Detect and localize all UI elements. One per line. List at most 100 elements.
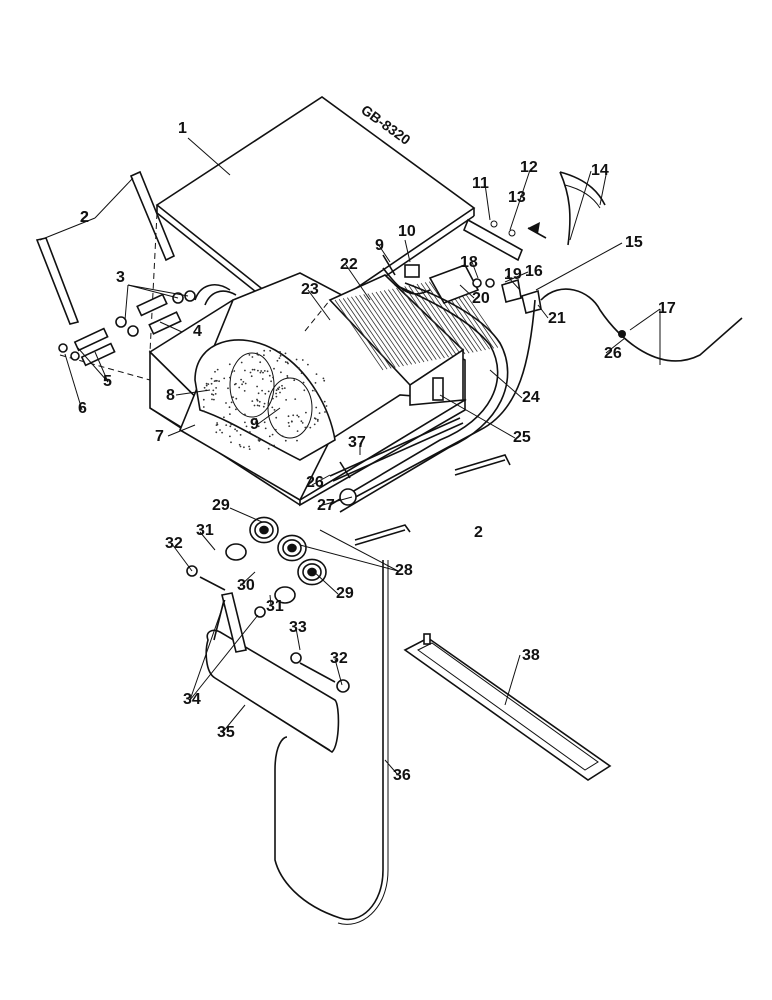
stipple-dot bbox=[257, 439, 260, 441]
stipple-dot bbox=[219, 429, 221, 431]
leader-line bbox=[124, 284, 129, 321]
stipple-dot bbox=[272, 397, 274, 400]
stipple-dot bbox=[315, 373, 318, 375]
stipple-dot bbox=[273, 409, 276, 411]
stipple-dot bbox=[275, 416, 278, 419]
stipple-dot bbox=[280, 371, 282, 374]
callout-31: 31 bbox=[196, 522, 214, 539]
stipple-dot bbox=[267, 402, 270, 404]
stipple-dot bbox=[202, 410, 205, 412]
core-fin bbox=[351, 296, 400, 368]
leader-line bbox=[239, 571, 256, 587]
stipple-dot bbox=[229, 435, 231, 438]
callout-2: 2 bbox=[474, 524, 483, 541]
leader-line bbox=[77, 347, 109, 383]
leader-line bbox=[311, 569, 339, 595]
control-rod bbox=[329, 417, 464, 506]
leader-line bbox=[229, 507, 263, 523]
leader-line bbox=[221, 704, 246, 734]
stipple-dot bbox=[240, 378, 243, 381]
core-fin bbox=[400, 286, 449, 358]
callout-7: 7 bbox=[155, 428, 164, 445]
core-fin bbox=[404, 286, 454, 357]
stipple-dot bbox=[240, 361, 243, 364]
leader-line bbox=[269, 594, 272, 607]
callout-8: 8 bbox=[166, 387, 175, 404]
stipple-dot bbox=[207, 383, 210, 385]
leader-line bbox=[404, 239, 411, 263]
stipple-dot bbox=[249, 371, 252, 374]
stipple-dot bbox=[203, 386, 206, 389]
stipple-dot bbox=[266, 370, 269, 373]
stipple-dot bbox=[256, 404, 259, 407]
stipple-dot bbox=[259, 371, 262, 374]
control-panel bbox=[186, 565, 350, 753]
stipple-dot bbox=[279, 351, 281, 353]
callout-20: 20 bbox=[472, 290, 490, 307]
stipple-dot bbox=[273, 444, 275, 447]
stipple-dot bbox=[229, 425, 232, 428]
stipple-dot bbox=[277, 387, 279, 390]
stipple-dot bbox=[258, 405, 261, 407]
stipple-dot bbox=[307, 363, 309, 366]
stipple-dot bbox=[278, 386, 281, 389]
core-fin bbox=[338, 298, 388, 370]
leader-line bbox=[318, 496, 353, 507]
callout-11: 11 bbox=[472, 175, 489, 192]
stipple-dot bbox=[259, 439, 261, 442]
stipple-dot bbox=[216, 368, 219, 371]
stipple-dot bbox=[244, 421, 246, 424]
stipple-dot bbox=[233, 370, 236, 372]
stipple-dot bbox=[288, 425, 291, 427]
stipple-dot bbox=[270, 380, 272, 383]
stipple-dot bbox=[274, 428, 277, 431]
leader-line bbox=[127, 284, 189, 297]
leader-line bbox=[489, 369, 523, 399]
stipple-dot bbox=[261, 389, 263, 392]
callout-31: 31 bbox=[266, 598, 284, 615]
stipple-dot bbox=[256, 398, 258, 401]
callout-17: 17 bbox=[658, 300, 676, 317]
stipple-dot bbox=[322, 377, 325, 380]
callout-36: 36 bbox=[393, 767, 411, 784]
stipple-dot bbox=[284, 439, 287, 442]
stipple-dot bbox=[279, 391, 281, 394]
stipple-dot bbox=[272, 376, 274, 379]
stipple-dot bbox=[214, 370, 216, 373]
stipple-dot bbox=[306, 425, 309, 428]
stipple-dot bbox=[290, 420, 293, 423]
stipple-dot bbox=[257, 369, 259, 372]
leader-line bbox=[167, 424, 196, 437]
stipple-dot bbox=[281, 384, 283, 387]
callout-5: 5 bbox=[103, 373, 112, 390]
stipple-dot bbox=[228, 406, 231, 409]
stipple-dot bbox=[243, 446, 245, 449]
stipple-dot bbox=[225, 402, 227, 404]
leader-line bbox=[569, 170, 592, 241]
callout-23: 23 bbox=[301, 281, 319, 298]
leader-line bbox=[257, 407, 281, 425]
stipple-dot bbox=[301, 422, 304, 424]
stipple-dot bbox=[271, 406, 274, 409]
stipple-dot bbox=[256, 385, 258, 388]
stipple-dot bbox=[314, 389, 317, 392]
control-knob bbox=[307, 567, 317, 577]
stipple-dot bbox=[256, 436, 258, 439]
stipple-dot bbox=[248, 445, 251, 448]
stipple-dot bbox=[276, 359, 279, 362]
core-fin bbox=[392, 288, 441, 360]
stipple-dot bbox=[253, 404, 256, 407]
callout-22: 22 bbox=[340, 256, 358, 273]
stipple-dot bbox=[225, 424, 228, 426]
stipple-dot bbox=[235, 397, 238, 400]
stipple-dot bbox=[257, 392, 260, 395]
leader-line bbox=[159, 321, 183, 333]
stipple-dot bbox=[297, 367, 300, 369]
leader-line bbox=[199, 531, 216, 551]
leader-line bbox=[504, 271, 529, 283]
callout-21: 21 bbox=[548, 310, 566, 327]
stipple-dot bbox=[244, 369, 246, 372]
stipple-dot bbox=[281, 387, 284, 390]
stipple-dot bbox=[215, 431, 218, 434]
callout-30: 30 bbox=[237, 577, 255, 594]
